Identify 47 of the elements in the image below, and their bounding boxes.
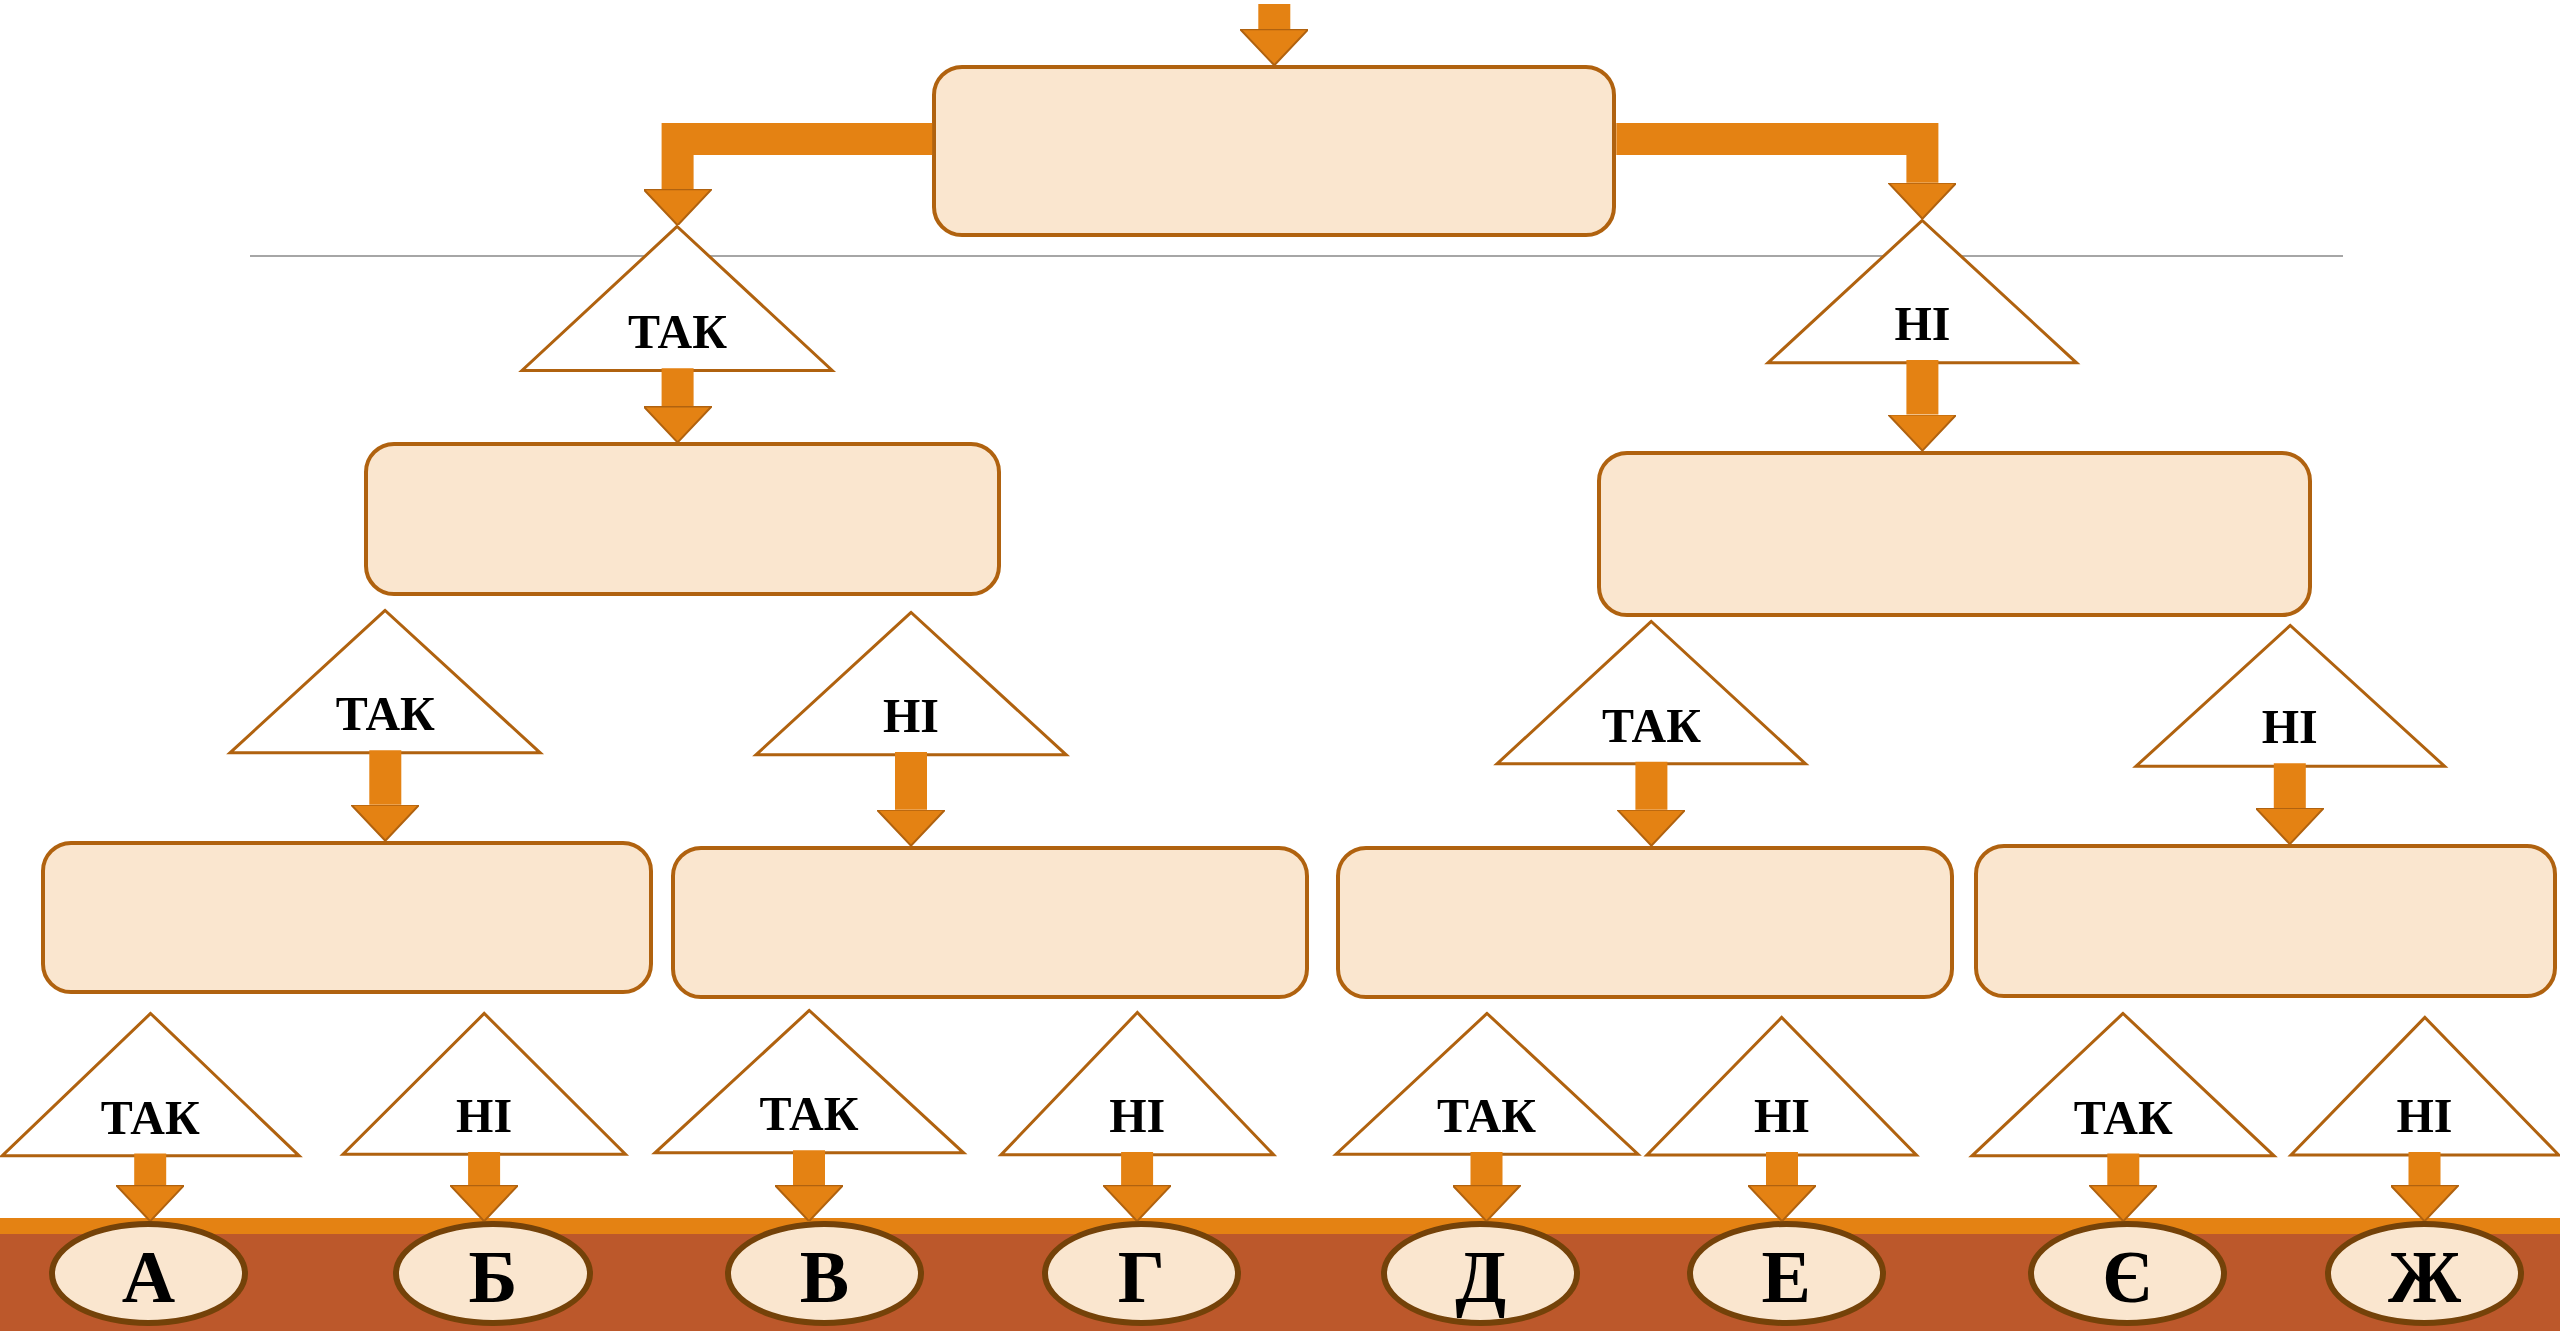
decision-triangle (1000, 1010, 1274, 1156)
branch-label: ТАК (628, 308, 728, 357)
branch-label: ТАК (2073, 1093, 2173, 1142)
block-arrow (1616, 761, 1687, 847)
outcome-letter: Г (1117, 1240, 1165, 1315)
process-box (671, 845, 1310, 1000)
process-box (932, 65, 1617, 237)
outcome-letter: Є (2102, 1240, 2153, 1315)
decision-triangle (755, 610, 1067, 756)
block-arrow (1451, 1151, 1522, 1223)
block-arrow (1747, 1151, 1817, 1223)
block-arrow (449, 1151, 520, 1223)
process-box (1973, 844, 2557, 998)
outcome-letter: Б (468, 1240, 518, 1315)
branch-label: НІ (883, 691, 939, 740)
branch-label: НІ (1894, 300, 1951, 349)
block-arrow (1887, 360, 1958, 452)
outcome-letter: Ж (2387, 1240, 2462, 1315)
block-arrow (642, 368, 713, 444)
block-arrow (774, 1150, 844, 1223)
block-arrow (1102, 1151, 1173, 1223)
outcome-letter: А (121, 1240, 176, 1315)
decision-triangle (342, 1012, 626, 1156)
block-arrow (1616, 123, 1958, 220)
branch-label: НІ (1109, 1091, 1166, 1140)
block-arrow (2088, 1153, 2159, 1223)
block-arrow (876, 751, 946, 847)
branch-label: ТАК (100, 1093, 200, 1142)
block-arrow (115, 1153, 186, 1223)
block-arrow (1239, 4, 1310, 67)
process-box (40, 840, 654, 995)
process-box (364, 442, 1001, 596)
block-arrow (350, 750, 421, 842)
branch-label: ТАК (759, 1090, 859, 1139)
branch-label: ТАК (1601, 701, 1701, 750)
outcome-letter: Е (1761, 1240, 1811, 1315)
process-box (1335, 845, 1955, 1000)
block-arrow (2254, 763, 2325, 846)
branch-label: НІ (2261, 703, 2318, 752)
block-arrow (642, 123, 933, 227)
branch-label: ТАК (335, 690, 435, 739)
outcome-letter: В (799, 1240, 850, 1315)
process-box (1596, 450, 2312, 618)
branch-label: НІ (456, 1091, 513, 1140)
decision-triangle (2290, 1015, 2559, 1156)
branch-label: НІ (2396, 1091, 2453, 1140)
block-arrow (2389, 1151, 2460, 1223)
